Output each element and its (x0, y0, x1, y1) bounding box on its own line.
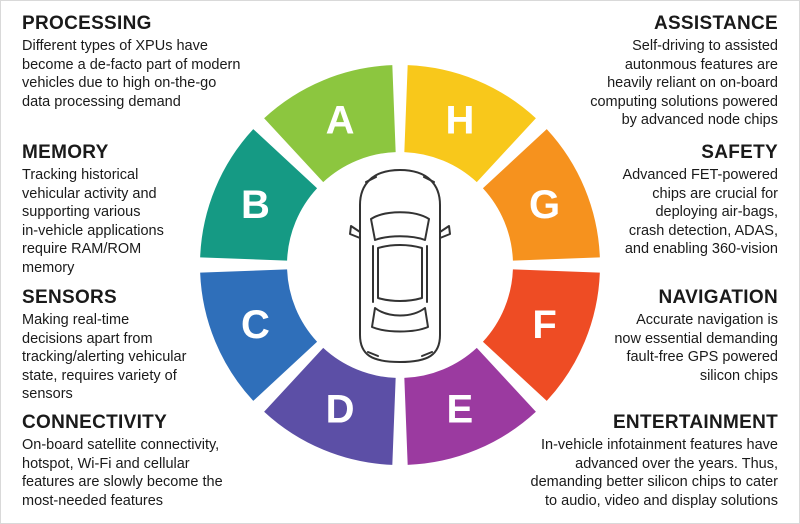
segment-letter-c: C (241, 303, 270, 347)
segment-b (200, 129, 318, 261)
segment-a (264, 65, 396, 183)
segment-letter-h: H (445, 98, 474, 142)
feature-description: Accurate navigation is now essential dem… (614, 312, 778, 384)
car-icon (349, 169, 451, 363)
feature-description: Making real-time decisions apart from tr… (22, 312, 187, 402)
segment-letter-a: A (326, 98, 355, 142)
feature-memory: MEMORY Tracking historical vehicular act… (22, 142, 222, 277)
feature-title: NAVIGATION (658, 287, 778, 308)
feature-title: SENSORS (22, 287, 118, 308)
segment-letter-d: D (326, 388, 355, 432)
segment-letter-e: E (447, 388, 474, 432)
segment-e (404, 347, 536, 465)
segment-d (264, 347, 396, 465)
feature-connectivity: CONNECTIVITY On-board satellite connecti… (22, 412, 282, 510)
feature-title: CONNECTIVITY (22, 412, 168, 433)
segment-h (404, 65, 536, 183)
segment-letter-b: B (241, 183, 270, 227)
feature-safety: SAFETY Advanced FET-powered chips are cr… (578, 142, 778, 259)
feature-description: In-vehicle infotainment features have ad… (530, 437, 778, 509)
feature-processing: PROCESSING Different types of XPUs have … (22, 13, 322, 111)
feature-description: Different types of XPUs have become a de… (22, 38, 241, 110)
feature-assistance: ASSISTANCE Self-driving to assisted auto… (538, 13, 778, 130)
segment-letter-f: F (532, 303, 556, 347)
feature-description: Self-driving to assisted autonmous featu… (590, 38, 778, 128)
feature-entertainment: ENTERTAINMENT In-vehicle infotainment fe… (478, 412, 778, 510)
feature-title: PROCESSING (22, 13, 152, 34)
segment-g (482, 129, 600, 261)
feature-title: MEMORY (22, 142, 109, 163)
segment-f (482, 269, 600, 401)
segment-c (200, 269, 318, 401)
feature-description: On-board satellite connectivity, hotspot… (22, 437, 223, 509)
segment-letter-g: G (529, 183, 560, 227)
feature-navigation: NAVIGATION Accurate navigation is now es… (568, 287, 778, 385)
feature-description: Advanced FET-powered chips are crucial f… (622, 167, 778, 257)
feature-description: Tracking historical vehicular activity a… (22, 167, 164, 276)
feature-title: SAFETY (701, 142, 778, 163)
feature-sensors: SENSORS Making real-time decisions apart… (22, 287, 222, 404)
feature-title: ENTERTAINMENT (612, 412, 778, 433)
feature-title: ASSISTANCE (653, 13, 778, 34)
